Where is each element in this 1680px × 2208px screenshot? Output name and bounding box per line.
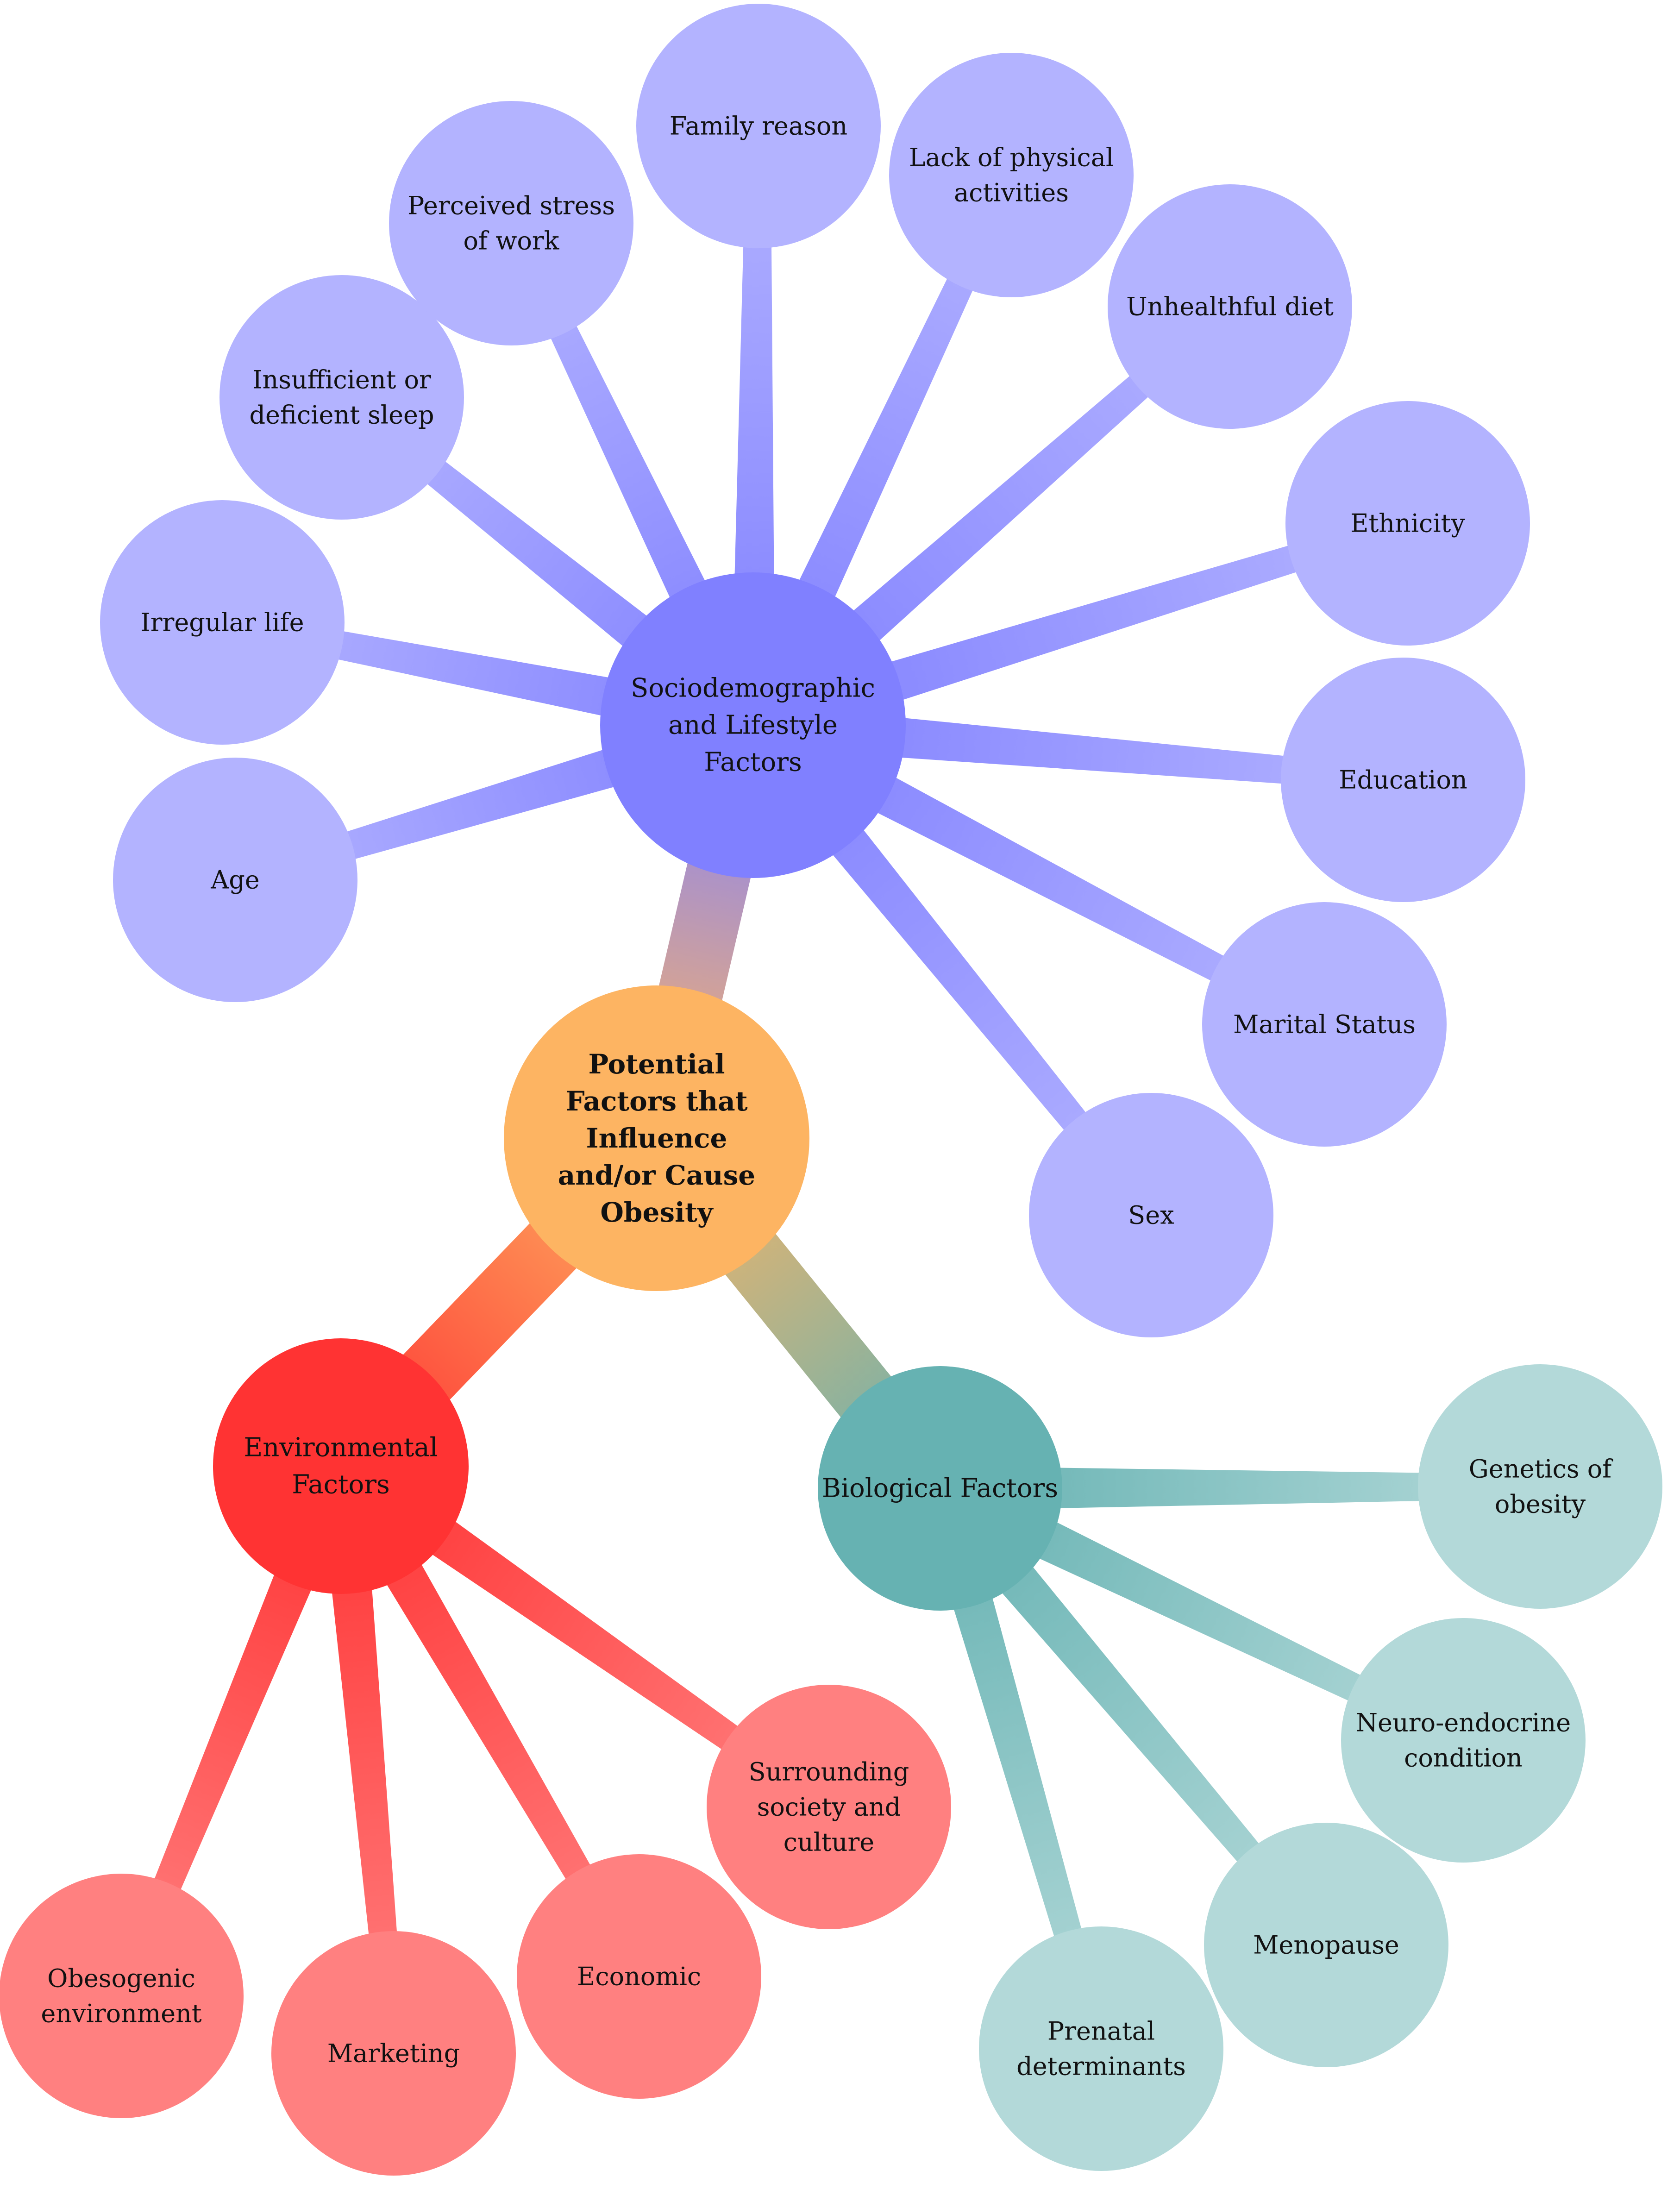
leaf-node-neuro-label: condition	[1404, 1744, 1523, 1773]
leaf-node-ethnicity-circle	[1285, 401, 1530, 646]
leaf-node-sleep: Insufficient or deficient sleep	[219, 275, 464, 520]
branch-node-socio-label: Factors	[704, 747, 802, 778]
connector-env-marketing	[319, 1464, 406, 2055]
connector-bio-neuro	[930, 1468, 1469, 1751]
leaf-node-marital-circle	[1202, 902, 1447, 1147]
leaf-node-education-circle	[1281, 658, 1525, 902]
branch-node-socio-circle	[600, 572, 906, 878]
root-node-label: and/or Cause	[558, 1160, 755, 1191]
leaf-node-obesogenic: Obesogenic environment	[0, 1874, 244, 2118]
leaf-node-marketing-label: Marketing	[327, 2039, 460, 2068]
leaf-node-sleep-circle	[219, 275, 464, 520]
branch-node-socio-label: and Lifestyle	[668, 710, 838, 740]
leaf-node-education: Education	[1281, 658, 1525, 902]
leaf-node-genetics-circle	[1418, 1364, 1662, 1609]
leaf-node-prenatal-circle	[979, 1926, 1223, 2171]
leaf-node-society-label: Surrounding	[749, 1757, 909, 1787]
branch-node-socio-label: Sociodemographic	[631, 673, 875, 703]
leaf-node-stress-label: of work	[464, 226, 560, 256]
branch-node-env-label: Environmental	[244, 1433, 438, 1463]
leaf-node-family-label: Family reason	[670, 112, 847, 141]
branch-node-bio-circle	[818, 1366, 1062, 1611]
connector-bio-prenatal	[918, 1482, 1113, 2052]
connector-env-society	[328, 1448, 836, 1817]
leaf-node-society-label: culture	[784, 1828, 875, 1857]
leaf-node-age-label: Age	[210, 866, 260, 895]
leaf-node-irregular-life-circle	[100, 500, 345, 745]
leaf-node-sleep-label: Insufficient or	[252, 365, 431, 395]
leaf-node-stress: Perceived stress of work	[389, 101, 633, 345]
leaf-node-physical-circle	[889, 53, 1134, 297]
root-node-label: Factors that	[565, 1085, 747, 1117]
leaf-node-age-circle	[113, 758, 357, 1002]
branch-node-bio-label: Biological Factors	[822, 1474, 1058, 1504]
leaf-node-genetics-label: Genetics of	[1469, 1455, 1613, 1484]
leaf-node-neuro-circle	[1341, 1618, 1586, 1863]
leaf-node-physical: Lack of physical activities	[889, 53, 1134, 297]
leaf-node-sex: Sex	[1029, 1093, 1273, 1337]
branch-node-bio: Biological Factors	[818, 1366, 1062, 1611]
nodes: Age Irregular life Insufficient or deficien…	[0, 4, 1662, 2176]
leaf-node-obesogenic-circle	[0, 1874, 244, 2118]
branch-node-env-circle	[213, 1338, 469, 1594]
leaf-node-obesogenic-label: environment	[41, 1999, 202, 2028]
leaf-node-marketing-circle	[271, 1931, 516, 2176]
leaf-node-economic-label: Economic	[577, 1962, 701, 1991]
leaf-node-ethnicity: Ethnicity	[1285, 401, 1530, 646]
leaf-node-sleep-label: deficient sleep	[249, 401, 434, 430]
branch-node-env-label: Factors	[292, 1470, 390, 1500]
leaf-node-irregular-life: Irregular life	[100, 500, 345, 745]
leaf-node-genetics: Genetics of obesity	[1418, 1364, 1662, 1609]
leaf-node-prenatal-label: determinants	[1016, 2052, 1186, 2081]
leaf-node-menopause-circle	[1204, 1823, 1448, 2067]
root-node-label: Obesity	[600, 1197, 714, 1228]
leaf-node-society-label: society and	[757, 1793, 901, 1822]
leaf-node-sex-circle	[1029, 1093, 1273, 1337]
connector-env-obesogenic	[110, 1457, 362, 2001]
connector-bio-menopause	[923, 1474, 1335, 1953]
leaf-node-marital: Marital Status	[1202, 902, 1447, 1147]
leaf-node-prenatal-label: Prenatal	[1047, 2017, 1155, 2046]
leaf-node-age: Age	[113, 758, 357, 1002]
root-node-label: Influence	[586, 1123, 727, 1154]
connector-bio-genetics	[940, 1466, 1541, 1511]
leaf-node-obesogenic-label: Obesogenic	[47, 1964, 195, 1993]
leaf-node-diet-label: Unhealthful diet	[1126, 292, 1334, 321]
connector-socio-ethnicity	[746, 512, 1411, 746]
leaf-node-family-circle	[636, 4, 881, 248]
leaf-node-genetics-label: obesity	[1495, 1490, 1586, 1519]
leaf-node-menopause-label: Menopause	[1253, 1931, 1399, 1960]
leaf-node-neuro-label: Neuro-endocrine	[1356, 1708, 1571, 1738]
connector-env-economic	[321, 1455, 650, 1983]
leaf-node-physical-label: Lack of physical	[909, 143, 1114, 172]
root-node-circle	[504, 985, 809, 1291]
connector-socio-education	[751, 703, 1404, 792]
leaf-node-economic: Economic	[517, 1854, 761, 2099]
leaf-node-society-circle	[707, 1685, 951, 1929]
leaf-node-diet-circle	[1108, 184, 1352, 429]
leaf-node-society: Surrounding society and culture	[707, 1685, 951, 1929]
leaf-node-economic-circle	[517, 1854, 761, 2099]
leaf-node-marketing: Marketing	[271, 1931, 516, 2176]
leaf-node-prenatal: Prenatal determinants	[979, 1926, 1223, 2171]
leaf-node-sex-label: Sex	[1128, 1201, 1174, 1230]
leaf-node-stress-label: Perceived stress	[407, 191, 615, 220]
leaf-node-family: Family reason	[636, 4, 881, 248]
leaf-node-diet: Unhealthful diet	[1108, 184, 1352, 429]
leaf-node-stress-circle	[389, 101, 633, 345]
leaf-node-physical-label: activities	[954, 178, 1069, 207]
leaf-node-neuro: Neuro-endocrine condition	[1341, 1618, 1586, 1863]
root-node-label: Potential	[588, 1048, 725, 1080]
leaf-node-marital-label: Marital Status	[1233, 1010, 1416, 1039]
leaf-node-irregular-life-label: Irregular life	[140, 608, 304, 637]
leaf-node-education-label: Education	[1339, 765, 1467, 795]
leaf-node-menopause: Menopause	[1204, 1823, 1448, 2067]
leaf-node-ethnicity-label: Ethnicity	[1350, 509, 1465, 538]
